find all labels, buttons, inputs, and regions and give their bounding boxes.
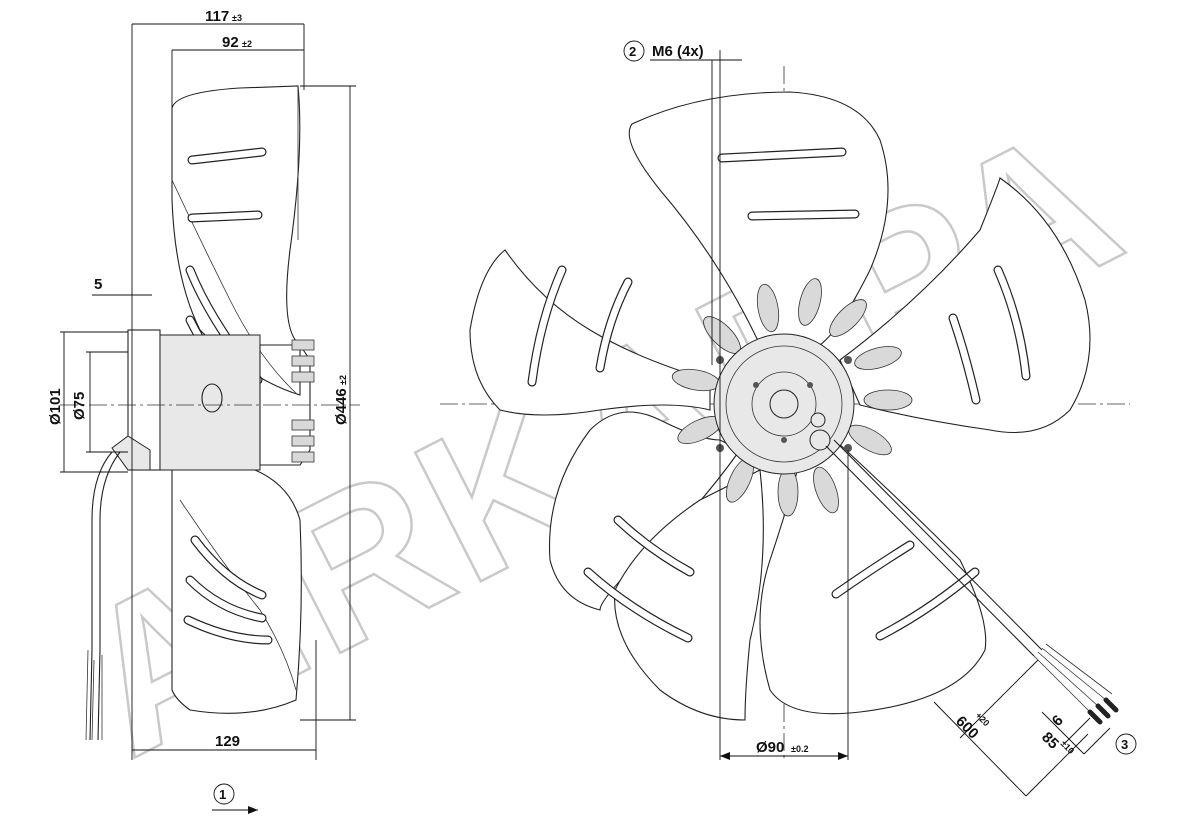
callout-2: 2 bbox=[629, 44, 636, 59]
blade-lower-right bbox=[759, 439, 987, 715]
side-blade-upper bbox=[171, 85, 301, 396]
dim-overall-depth-tol: ±3 bbox=[232, 13, 242, 23]
thread-label: M6 (4x) bbox=[652, 43, 704, 60]
dim-d446-tol: ±2 bbox=[338, 375, 348, 385]
hub-center-cap bbox=[769, 389, 799, 419]
dim-blade-depth-tol: ±2 bbox=[242, 39, 252, 49]
callout-3: 3 bbox=[1121, 737, 1128, 752]
blade-lower-mid bbox=[613, 469, 764, 721]
side-cable-gland bbox=[111, 435, 151, 471]
dim-hub-tol: ±0.2 bbox=[791, 744, 808, 754]
front-cable bbox=[825, 445, 1035, 657]
side-motor-body bbox=[159, 334, 261, 471]
dim-d446: Ø446 bbox=[333, 388, 350, 425]
dim-d75: Ø75 bbox=[71, 392, 88, 420]
motor-fins bbox=[671, 278, 913, 517]
fan-blades bbox=[469, 91, 1091, 721]
side-motor-fins bbox=[291, 339, 315, 463]
side-cable bbox=[89, 451, 113, 741]
mounting-hole bbox=[844, 444, 852, 452]
cable-gland bbox=[809, 429, 831, 451]
dim-bottom: 129 bbox=[215, 733, 240, 750]
dim-hub: Ø90 bbox=[756, 739, 784, 756]
dim-flange: 5 bbox=[94, 276, 102, 293]
dim-wire-end: 6 bbox=[1049, 712, 1067, 730]
side-view: 117 ±3 92 ±2 5 Ø101 Ø75 Ø446 ±2 129 1 bbox=[47, 8, 360, 814]
dim-d101: Ø101 bbox=[47, 388, 64, 425]
front-view: 2 M6 (4x) Ø90 ±0.2 600 +20 85 ±10 6 3 bbox=[440, 40, 1137, 797]
mounting-hole bbox=[844, 356, 852, 364]
dim-strip-length: 85 bbox=[1038, 729, 1062, 753]
dim-overall-depth: 117 bbox=[205, 8, 229, 25]
callout-1: 1 bbox=[219, 787, 226, 802]
dim-blade-depth: 92 bbox=[222, 34, 239, 51]
